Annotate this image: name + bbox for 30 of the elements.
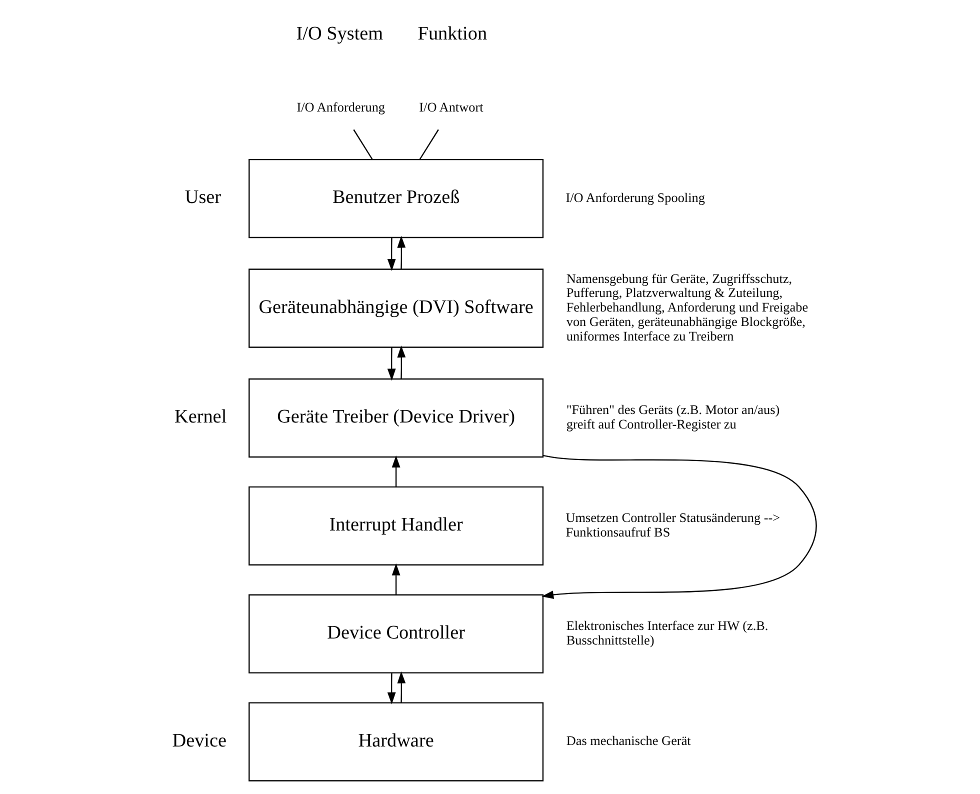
label: Funktion — [417, 23, 487, 44]
node-box: Hardware — [248, 702, 544, 782]
node-box: Geräteunabhängige (DVI) Software — [248, 268, 544, 348]
connector — [352, 129, 372, 160]
node-label: Umsetzen Controller Statusänderung --> Funktionsaufruf BS — [565, 510, 780, 540]
arrow — [386, 347, 396, 381]
node-label: I/O Anforderung Spooling — [565, 190, 704, 205]
node-box: Geräte Treiber (Device Driver) — [248, 378, 544, 458]
node-label: "Führen" des Geräts (z.B. Motor an/aus) greift auf Controller-Register zu — [566, 402, 780, 432]
arrow — [386, 673, 396, 704]
node-label: Das mechanische Gerät — [566, 733, 690, 748]
arrow — [386, 238, 396, 272]
node-label: Namensgebung für Geräte, Zugriffsschutz, Pufferung, Platzverwaltung & Zuteilung, Fehlerbehandlung, Anforderung und Freigabe von Geräten, geräteunabhängige Blockgröße, uniformes Interface zu Treibern — [566, 270, 808, 344]
node-box: Device Controller — [248, 594, 544, 674]
node-text: I/O Anforderung — [296, 99, 385, 114]
node-label: Elektronisches Interface zur HW (z.B. Busschnittstelle) — [566, 618, 768, 648]
label: User — [184, 187, 221, 208]
arrow — [396, 236, 406, 270]
node-box: Benutzer Prozeß — [248, 158, 544, 238]
label: I/O System — [296, 23, 383, 44]
arrow — [396, 345, 406, 379]
arrow — [396, 671, 406, 703]
label: Kernel — [174, 406, 226, 428]
node-box: Interrupt Handler — [248, 486, 544, 566]
arrow — [391, 563, 400, 595]
label: Device — [172, 730, 226, 752]
node-text: I/O Antwort — [418, 99, 483, 114]
connector — [418, 129, 438, 160]
arrow — [541, 455, 816, 599]
arrow — [391, 455, 400, 487]
